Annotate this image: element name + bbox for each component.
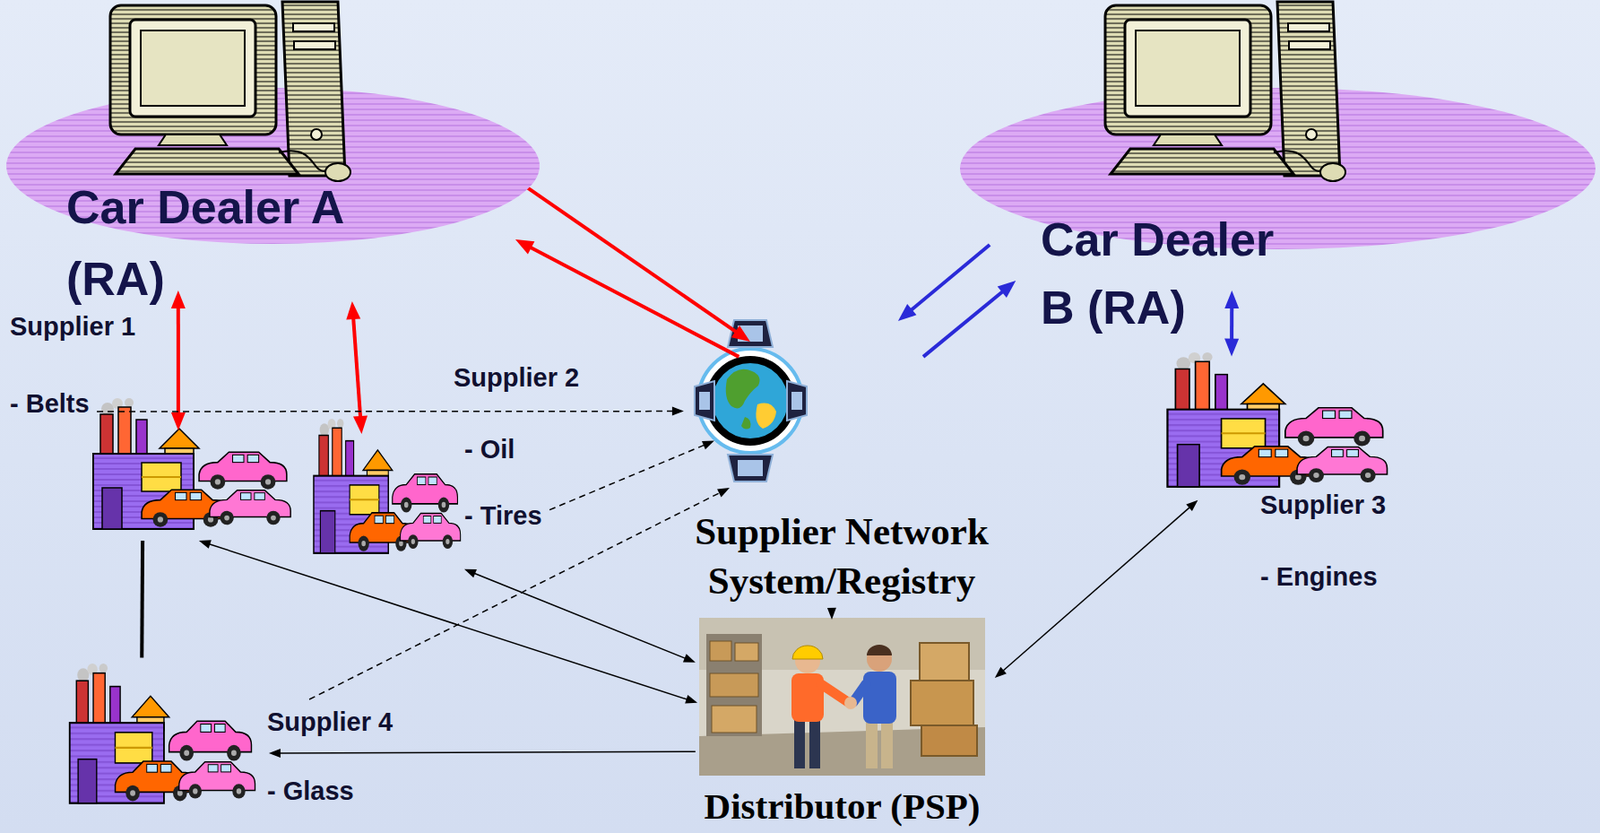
connector-line: [923, 289, 1005, 357]
computer-icon: [1105, 1, 1346, 182]
text-slot: Supplier 4: [267, 705, 393, 738]
connector-line: [473, 572, 688, 659]
node-label: - Tires: [464, 499, 543, 532]
node-group: Supplier 4- Glass: [66, 663, 260, 807]
node-group: Supplier 3- Engines: [1163, 352, 1393, 491]
node-label: Supplier 2: [453, 361, 580, 394]
text-slot: Distributor (PSP): [690, 785, 995, 827]
factory-icon: [69, 663, 256, 804]
connector: [827, 607, 837, 620]
text-slot: - Oil: [464, 432, 515, 466]
factory-icon: [313, 418, 461, 554]
connector: [171, 290, 186, 431]
arrow-head: [1185, 500, 1198, 511]
connector: [198, 539, 698, 703]
connector-line: [527, 245, 739, 356]
connector: [898, 244, 990, 321]
arrow-head: [683, 653, 696, 662]
text-slot: Supplier Network System/Registry: [675, 506, 1008, 606]
connector-line: [96, 410, 675, 413]
text-slot: - Belts: [9, 387, 90, 420]
connector-line: [1229, 304, 1234, 343]
arrow-head: [268, 748, 281, 758]
node-label: - Oil: [464, 432, 515, 466]
text-slot: Car Dealer B (RA): [1040, 205, 1297, 342]
node-label: Distributor (PSP): [690, 785, 995, 827]
text-slot: Supplier 1: [9, 310, 136, 343]
arrow-head: [171, 290, 186, 309]
arrow-head: [198, 539, 212, 549]
arrow-head: [684, 694, 698, 704]
node-label: Supplier 1: [9, 310, 136, 343]
dealer-ellipse: Car Dealer B (RA): [959, 86, 1597, 251]
arrow-head: [997, 280, 1017, 298]
text-slot: - Tires: [464, 499, 543, 532]
arrow-head: [345, 301, 361, 320]
node-label: - Belts: [9, 387, 90, 420]
connector: [994, 500, 1199, 678]
node-label: Car Dealer A (RA): [66, 171, 390, 315]
arrow-head: [827, 607, 837, 620]
connector: [923, 280, 1016, 357]
text-slot: - Engines: [1260, 560, 1378, 593]
connector: [345, 301, 368, 434]
connector: [515, 239, 739, 357]
factory-icon: [1167, 352, 1387, 487]
node-group: Distributor (PSP): [699, 617, 986, 831]
arrow-head: [898, 303, 917, 321]
connector-line: [139, 540, 145, 658]
arrow-head: [672, 406, 684, 416]
connector-line: [1002, 506, 1192, 673]
text-slot: Supplier 2: [453, 361, 580, 394]
node-label: - Engines: [1260, 560, 1378, 593]
connector: [309, 487, 730, 700]
connector-line: [176, 304, 181, 416]
computer-icon: [110, 1, 351, 182]
node-group: Supplier 1- Belts: [89, 397, 296, 533]
connector: [549, 441, 715, 511]
node-group: Supplier Network System/Registry: [675, 316, 1008, 613]
connector-line: [207, 543, 689, 700]
arrow-head: [701, 441, 715, 450]
node-label: Supplier Network System/Registry: [675, 506, 1008, 606]
connector: [464, 569, 696, 663]
text-slot: Car Dealer A (RA): [66, 171, 390, 315]
connector: [96, 406, 684, 416]
text-slot: Supplier 3: [1260, 488, 1386, 521]
node-group: Supplier 2- Oil- Tires: [311, 418, 465, 557]
node-label: Supplier 4: [267, 705, 393, 738]
node-label: - Glass: [267, 774, 355, 807]
arrow-head: [353, 415, 368, 434]
connector: [141, 540, 144, 658]
node-label: Car Dealer B (RA): [1040, 205, 1297, 342]
node-label: Supplier 3: [1260, 488, 1386, 521]
connector: [1224, 290, 1239, 357]
handshake-picture: [699, 617, 986, 776]
text-slot: - Glass: [267, 774, 355, 807]
factory-icon: [93, 397, 291, 529]
arrow-head: [994, 666, 1007, 678]
arrow-head: [731, 325, 751, 342]
arrow-head: [717, 487, 730, 497]
connector-line: [277, 751, 696, 753]
arrow-head: [171, 412, 186, 431]
dealer-ellipse: Car Dealer A (RA): [5, 86, 541, 245]
connector-line: [309, 492, 722, 700]
arrow-head: [464, 569, 477, 578]
connector-line: [549, 444, 706, 511]
arrow-head: [1224, 290, 1239, 309]
arrow-head: [515, 239, 535, 254]
connector-line: [353, 315, 361, 420]
arrow-head: [1224, 338, 1239, 357]
connector: [268, 748, 696, 758]
connector-line: [908, 244, 990, 312]
